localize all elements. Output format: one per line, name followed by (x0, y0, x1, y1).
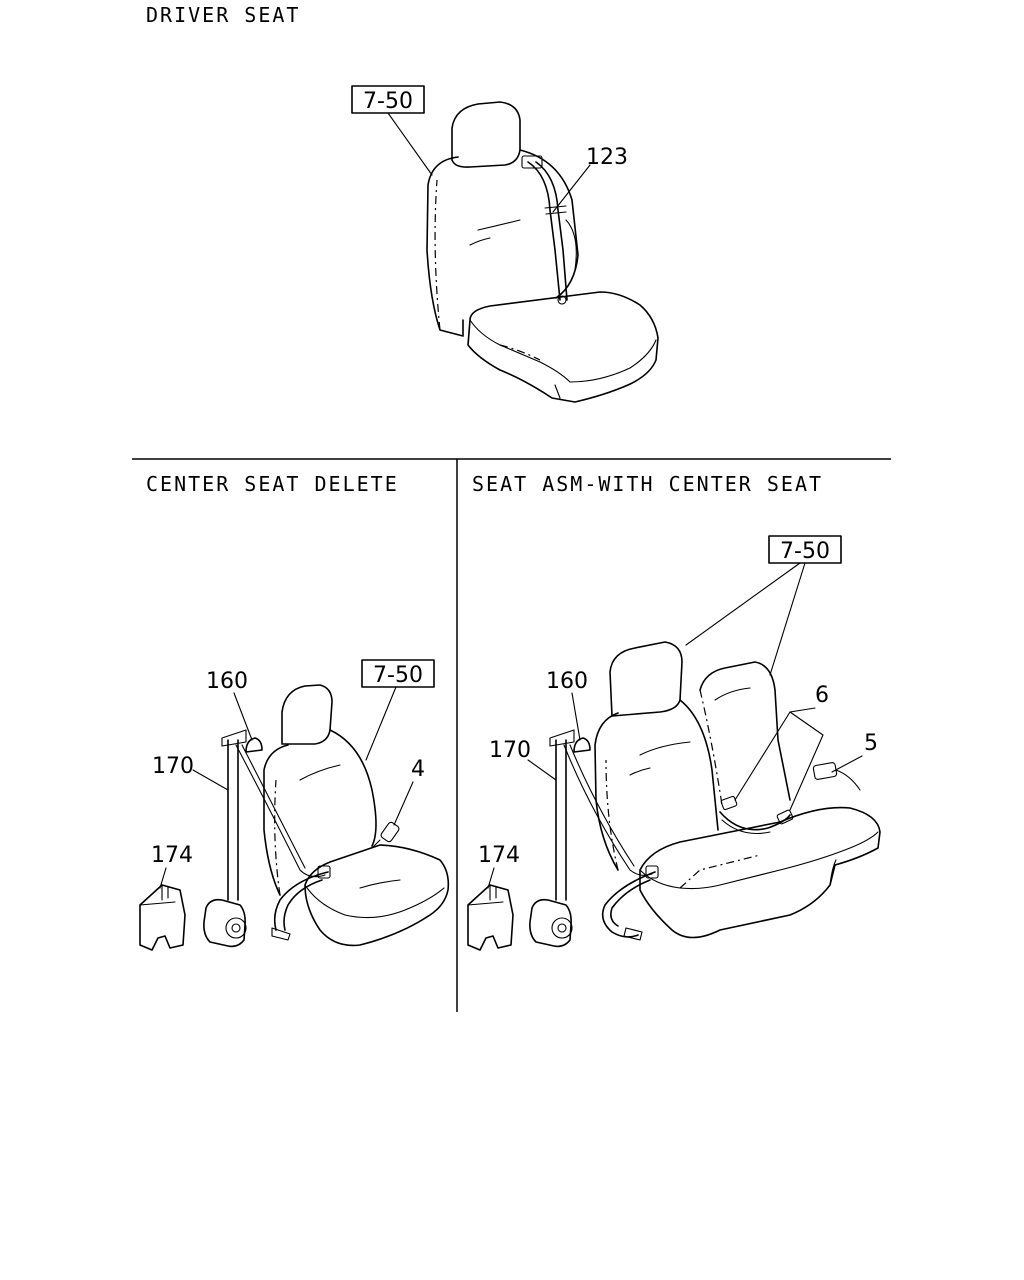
callout-5: 5 (864, 731, 878, 756)
leader-7-50-driver (387, 112, 433, 176)
leader-7-50-right-b (769, 562, 806, 676)
leader-4 (393, 781, 414, 826)
leader-170-right (527, 759, 557, 781)
callout-170-left: 170 (152, 754, 194, 779)
callout-box-7-50-left (361, 659, 435, 688)
callout-160-right: 160 (546, 669, 588, 694)
leader-5 (831, 755, 863, 773)
callout-170-right: 170 (489, 738, 531, 763)
seat-asm-with-center-seat-illustration (467, 641, 881, 951)
callout-7-50-right: 7-50 (780, 539, 830, 564)
leader-160-right (571, 692, 581, 741)
leader-7-50-left (365, 686, 397, 761)
callout-7-50-left: 7-50 (373, 663, 423, 688)
callout-7-50-driver: 7-50 (363, 89, 413, 114)
heading-seat-asm-with-center-seat: SEAT ASM-WITH CENTER SEAT (472, 472, 824, 496)
leader-7-50-right-a (685, 562, 801, 646)
heading-driver-seat: DRIVER SEAT (146, 3, 301, 27)
callout-6: 6 (815, 683, 829, 708)
driver-seat-illustration (426, 101, 659, 403)
callout-174-right: 174 (478, 843, 520, 868)
callout-160-left: 160 (206, 669, 248, 694)
leader-174-right (487, 867, 495, 889)
leader-174-left (159, 867, 167, 889)
leader-170-left (192, 769, 229, 791)
leader-123 (552, 164, 591, 213)
center-seat-delete-illustration (139, 684, 450, 951)
callout-4: 4 (411, 757, 425, 782)
heading-center-seat-delete: CENTER SEAT DELETE (146, 472, 399, 496)
leader-6 (734, 707, 824, 811)
callout-174-left: 174 (151, 843, 193, 868)
leader-160-left (233, 692, 253, 741)
callout-123: 123 (586, 145, 628, 170)
